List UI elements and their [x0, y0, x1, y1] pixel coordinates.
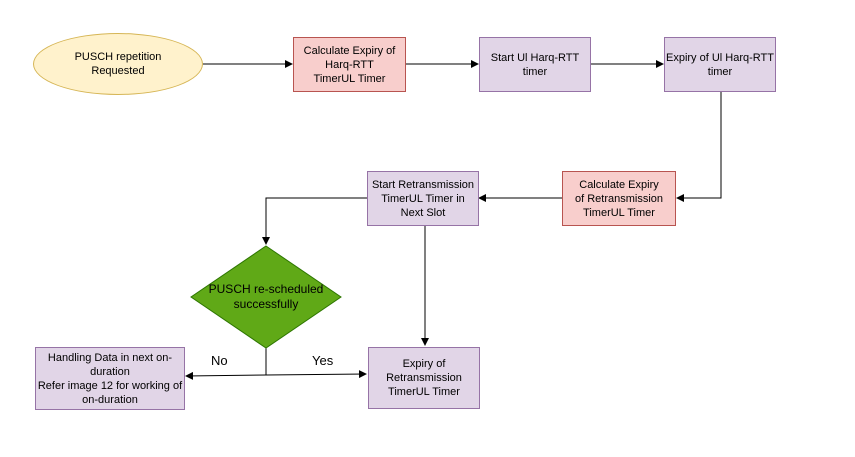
- pusch-repetition-requested-label: PUSCH repetition Requested: [74, 51, 162, 77]
- start-harq-timer-node: Start Ul Harq-RTT timer: [479, 37, 591, 92]
- calculate-retransmission-expiry-label: Calculate Expiry of Retransmission Timer…: [574, 178, 664, 219]
- handling-data-node: Handling Data in next on- duration Refer…: [35, 347, 185, 410]
- decision-diamond: [190, 245, 342, 349]
- edge-label-yes: Yes: [312, 353, 334, 368]
- expiry-retransmission-timer-label: Expiry of Retransmission TimerUL Timer: [386, 358, 462, 398]
- handling-data-label: Handling Data in next on- duration Refer…: [37, 351, 183, 406]
- start-retransmission-timer-label: Start Retransmission TimerUL Timer in Ne…: [371, 178, 475, 219]
- calculate-retransmission-expiry-node: Calculate Expiry of Retransmission Timer…: [562, 171, 676, 226]
- calculate-harq-expiry-node: Calculate Expiry of Harq-RTT TimerUL Tim…: [293, 37, 406, 92]
- pusch-repetition-requested-node: PUSCH repetition Requested: [33, 33, 203, 95]
- expiry-harq-timer-node: Expiry of Ul Harq-RTT timer: [664, 37, 776, 92]
- decision-label: PUSCH re-scheduled successfully: [208, 282, 324, 311]
- start-retransmission-timer-node: Start Retransmission TimerUL Timer in Ne…: [367, 171, 479, 226]
- edge-label-no: No: [211, 353, 228, 368]
- expiry-harq-timer-label: Expiry of Ul Harq-RTT timer: [666, 51, 774, 78]
- edge-decision-yes: [265, 370, 367, 379]
- edge-expiry-harq-to-calc-retx: [676, 92, 722, 202]
- start-harq-timer-label: Start Ul Harq-RTT timer: [490, 51, 580, 78]
- edge-decision-no: [185, 371, 267, 380]
- calculate-harq-expiry-label: Calculate Expiry of Harq-RTT TimerUL Tim…: [303, 44, 396, 85]
- edge-start-retx-to-decision: [262, 197, 367, 245]
- expiry-retransmission-timer-node: Expiry of Retransmission TimerUL Timer: [368, 347, 480, 409]
- decision-label-container: PUSCH re-scheduled successfully: [196, 280, 336, 314]
